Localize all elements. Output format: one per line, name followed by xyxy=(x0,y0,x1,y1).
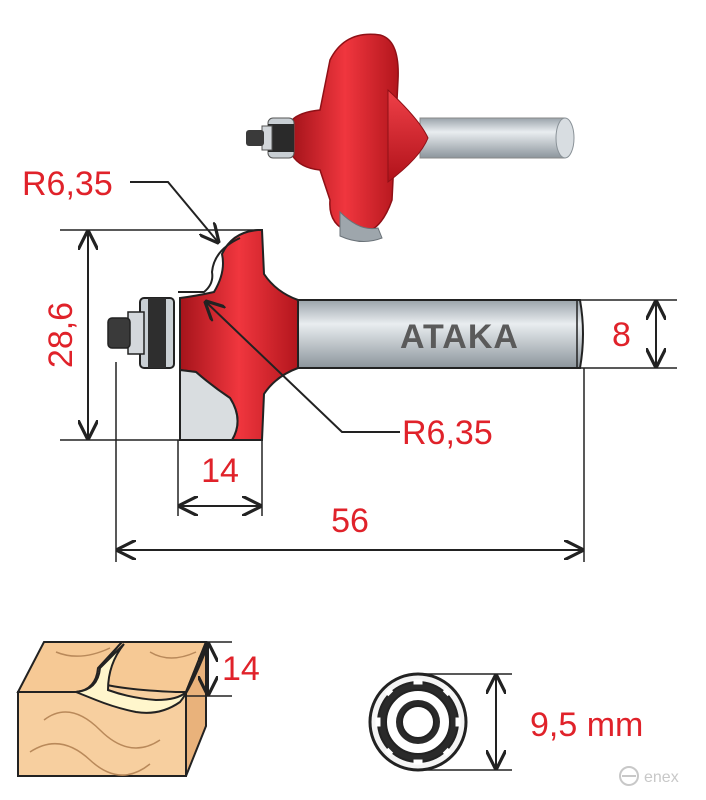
bearing-diameter-label: 9,5 mm xyxy=(530,706,643,744)
bearing-icon xyxy=(368,672,512,772)
radius-leaders xyxy=(130,181,400,433)
height-total-label: 28,6 xyxy=(42,302,80,368)
radius-top-label: R6,35 xyxy=(22,165,113,203)
shank-diameter-label: 8 xyxy=(612,316,631,354)
wood-profile-sample xyxy=(16,641,232,777)
brand-label: ATAKA xyxy=(400,318,519,356)
cut-depth-label: 14 xyxy=(201,452,239,490)
watermark-text: enex xyxy=(644,769,679,786)
overall-length-label: 56 xyxy=(331,502,369,540)
bit-drawing xyxy=(107,229,584,441)
profile-height-label: 14 xyxy=(222,650,260,688)
dimension-arrows xyxy=(88,232,656,550)
radius-bottom-label: R6,35 xyxy=(402,414,493,452)
watermark-logo: enex xyxy=(619,766,679,786)
router-bit-photo xyxy=(246,33,575,242)
